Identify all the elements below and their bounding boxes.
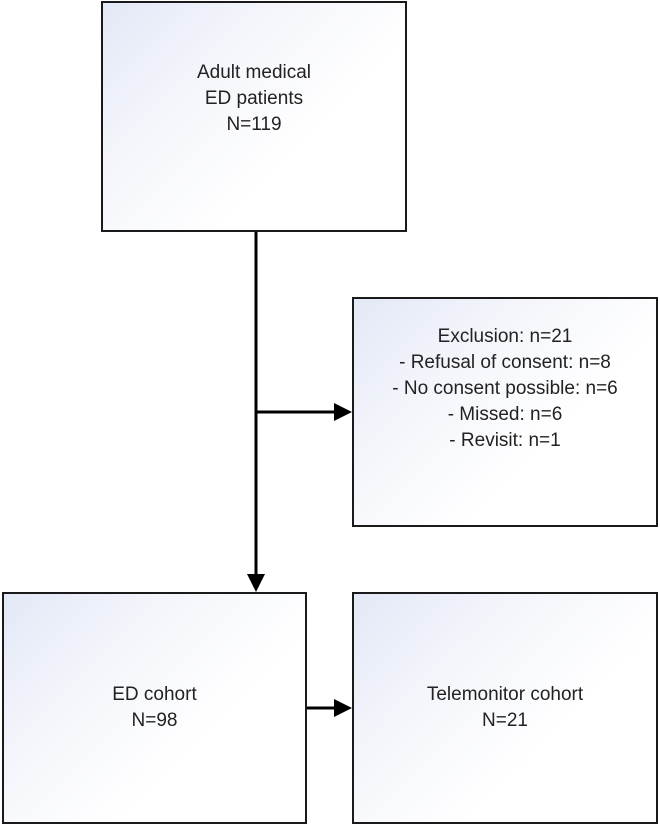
arrowhead-ed-cohort — [247, 574, 265, 592]
node-text: ED patients — [204, 87, 304, 109]
arrowhead-telemonitor — [334, 699, 352, 717]
node-text: Telemonitor cohort — [426, 684, 584, 705]
node-ed-cohort: ED cohort N=98 — [2, 592, 307, 824]
exclusion-item: - Refusal of consent: n=8 — [399, 352, 611, 373]
exclusion-item: - Missed: n=6 — [447, 404, 563, 425]
node-text: ED cohort — [112, 684, 197, 705]
arrowhead-exclusion — [334, 403, 352, 421]
node-count: N=98 — [131, 710, 178, 731]
exclusion-item: - No consent possible: n=6 — [392, 378, 618, 399]
exclusion-item: - Revisit: n=1 — [449, 430, 561, 451]
node-exclusion: Exclusion: n=21 - Refusal of consent: n=… — [352, 297, 658, 527]
exclusion-total: Exclusion: n=21 — [437, 326, 573, 347]
node-telemonitor-cohort: Telemonitor cohort N=21 — [352, 592, 658, 824]
node-adult-ed-patients: Adult medical ED patients N=119 — [101, 1, 407, 232]
node-count: N=21 — [482, 710, 528, 731]
node-text: Adult medical — [196, 61, 312, 83]
node-count: N=119 — [226, 113, 282, 135]
